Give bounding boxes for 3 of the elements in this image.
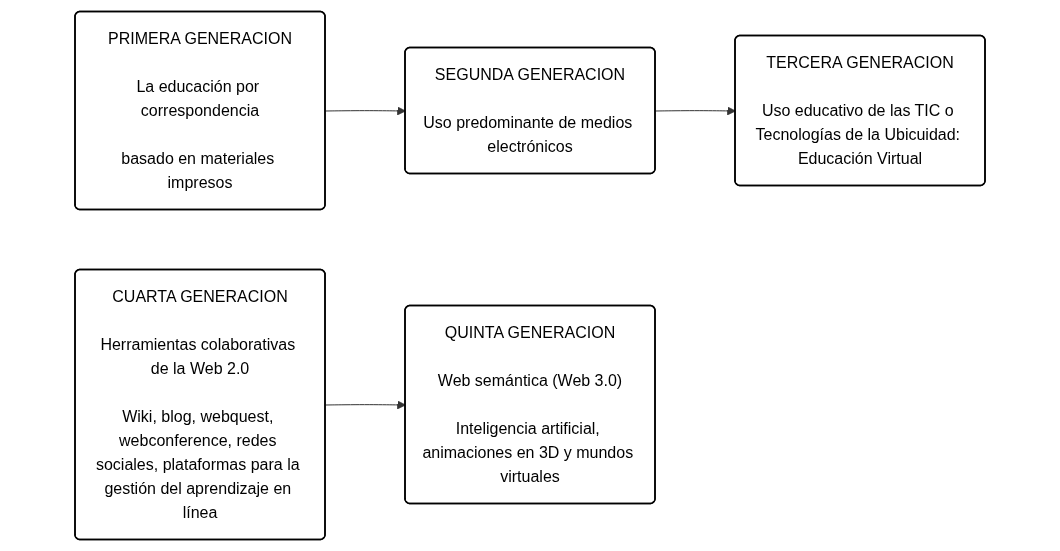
arrow [325,106,406,116]
arrow [325,400,406,410]
arrow [655,106,736,116]
